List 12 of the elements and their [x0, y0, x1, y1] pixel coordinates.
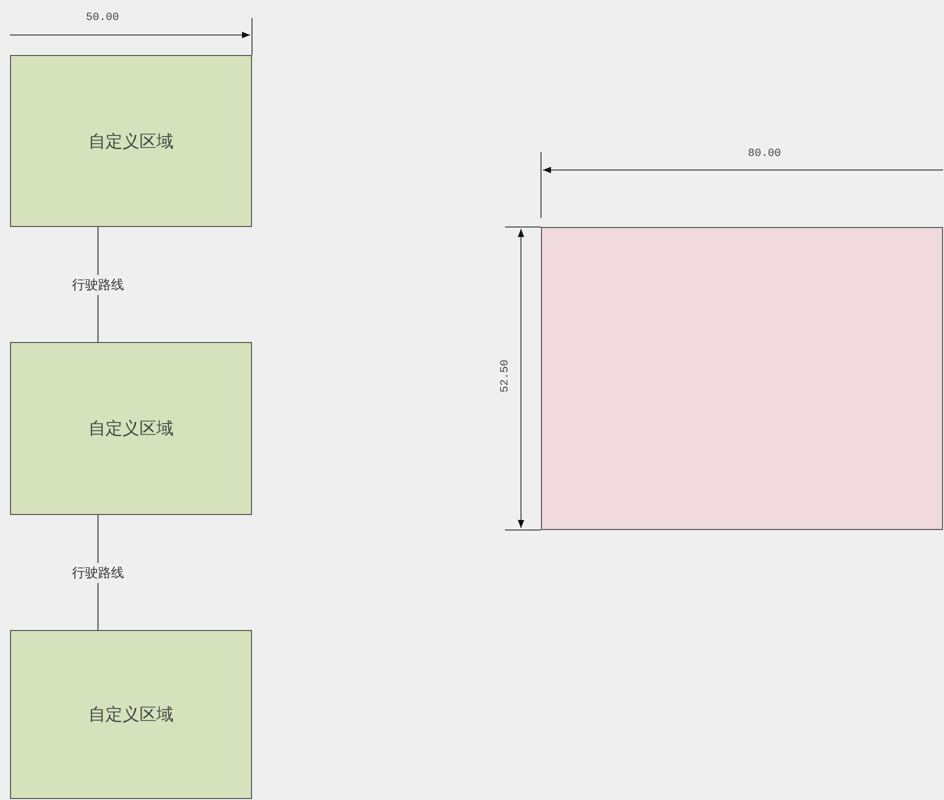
dimension-label: 52.50 — [500, 360, 512, 392]
area-box — [10, 342, 252, 515]
dimension-label: 80.00 — [748, 148, 782, 160]
empty-box — [541, 227, 943, 530]
edge-label: 行驶路线 — [70, 274, 126, 294]
area-box — [10, 55, 252, 227]
area-box — [10, 630, 252, 799]
area-label: 自定义区域 — [88, 704, 174, 726]
dimension-label: 50.00 — [86, 12, 120, 24]
area-label: 自定义区域 — [88, 130, 174, 152]
edge-label: 行驶路线 — [70, 562, 126, 582]
area-label: 自定义区域 — [88, 418, 174, 440]
